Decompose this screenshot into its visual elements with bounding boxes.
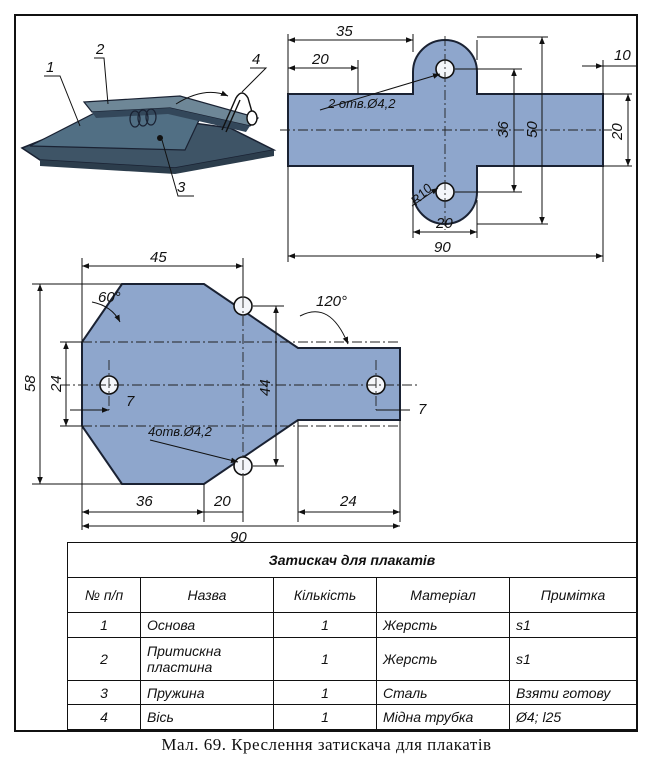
row-no: 4 [67,704,141,730]
top-view: 35 20 10 36 50 20 20 90 R10 2 отв.Ø4,2 [280,23,636,262]
axis-pin [221,92,258,133]
flat-dim-36: 36 [136,493,153,510]
callout-2: 2 [95,41,105,58]
header-material: Матеріал [376,577,510,613]
header-no: № п/п [67,577,141,613]
header-name: Назва [140,577,274,613]
table-row: 4 Вісь 1 Мідна трубка Ø4; l25 [67,704,637,730]
top-holes-note: 2 отв.Ø4,2 [327,96,396,111]
top-dim-35: 35 [336,23,353,40]
top-dim-20b: 20 [609,123,626,141]
flat-dim-20: 20 [213,493,231,510]
table-row: 2 Притискна пластина 1 Жерсть s1 [67,636,637,681]
top-dim-50: 50 [524,121,541,138]
row-qty: 1 [273,704,377,730]
isometric-view: 1 2 3 4 [20,41,277,197]
flat-dim-7a: 7 [126,393,135,410]
top-holes-leader [319,73,441,111]
top-r10-leader [411,187,439,207]
flat-holes-note: 4отв.Ø4,2 [148,424,213,439]
callout-3: 3 [177,179,186,196]
top-dim-36: 36 [495,121,512,138]
leader-4 [241,67,268,93]
figure-frame [14,14,638,732]
flat-view: 45 60° 120° 58 24 44 7 7 4отв.Ø4,2 36 20… [22,249,427,546]
flat-dim-24b: 24 [339,493,357,510]
row-name: Притискна пластина [140,636,274,681]
leader-3 [161,139,194,197]
axis-hole [157,135,163,141]
row-note: s1 [509,636,637,681]
row-material: Жерсть [376,636,510,681]
flat-dim-45: 45 [150,249,167,266]
row-note: Ø4; l25 [509,704,637,730]
top-extension-lines [287,34,632,262]
row-name: Основа [140,612,274,638]
top-dim-10: 10 [614,47,631,64]
flat-dim-7b: 7 [418,401,427,418]
flat-dim-24: 24 [48,375,65,393]
row-qty: 1 [273,612,377,638]
row-name: Вісь [140,704,274,730]
row-material: Жерсть [376,612,510,638]
row-note: Взяти готову [509,679,637,706]
figure-caption: Мал. 69. Креслення затискача для плакаті… [161,735,492,754]
base-edge [40,150,274,174]
row-material: Сталь [376,679,510,706]
header-qty: Кількість [273,577,377,613]
row-no: 2 [67,636,141,681]
row-material: Мідна трубка [376,704,510,730]
table-title: Затискач для плакатів [67,542,637,578]
row-name: Пружина [140,679,274,706]
flat-dim-90: 90 [230,529,247,546]
top-dim-20a: 20 [311,51,329,68]
header-note: Примітка [509,577,637,613]
top-dim-90: 90 [434,239,451,256]
flat-dim-58: 58 [22,375,39,392]
assembly-arrow [175,90,229,105]
flat-holes-leader [149,439,239,464]
row-note: s1 [509,612,637,638]
flat-angle-120-arc [299,311,349,345]
flat-angle-60: 60° [98,289,121,306]
row-no: 1 [67,612,141,638]
flat-angle-120: 120° [316,293,347,310]
top-dim-20c: 20 [435,215,453,232]
spring [129,108,157,128]
flat-angle-60-arc [91,301,121,323]
callout-4: 4 [252,51,260,68]
table-row: 1 Основа 1 Жерсть s1 [67,612,637,638]
row-qty: 1 [273,679,377,706]
table-header-row: № п/п Назва Кількість Матеріал Примітка [67,577,637,613]
row-no: 3 [67,679,141,706]
callout-1: 1 [46,59,54,76]
table-title-row: Затискач для плакатів [67,542,637,578]
flat-extension-lines [32,258,401,530]
leader-2 [94,57,109,105]
leader-1 [44,75,81,127]
row-qty: 1 [273,636,377,681]
specification-table: Затискач для плакатів № п/п Назва Кількі… [67,542,637,730]
table-row: 3 Пружина 1 Сталь Взяти готову [67,679,637,706]
flat-dim-44: 44 [257,379,274,396]
